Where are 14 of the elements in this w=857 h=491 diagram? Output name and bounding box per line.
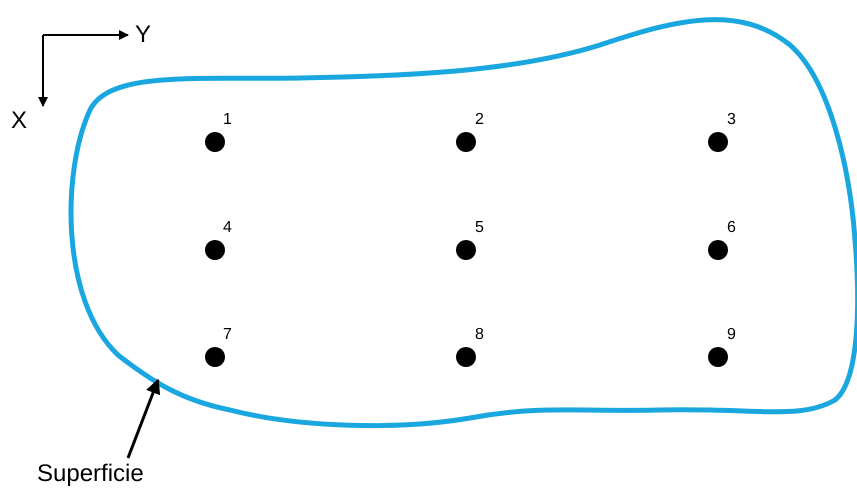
- point-number: 7: [223, 327, 232, 343]
- point-number: 5: [475, 220, 484, 236]
- axis-label: X: [11, 109, 28, 133]
- point-number: 3: [727, 112, 736, 128]
- point-number: 9: [727, 327, 736, 343]
- point-number: 4: [223, 220, 232, 236]
- point-number: 1: [223, 112, 232, 128]
- point-number: 2: [475, 112, 484, 128]
- leader-line: [126, 378, 160, 459]
- point-number: 6: [727, 220, 736, 236]
- point-number: 8: [475, 327, 484, 343]
- surface-outline: [68, 17, 857, 428]
- axis-label: Y: [135, 23, 152, 47]
- surface-label: Superficie: [37, 462, 144, 486]
